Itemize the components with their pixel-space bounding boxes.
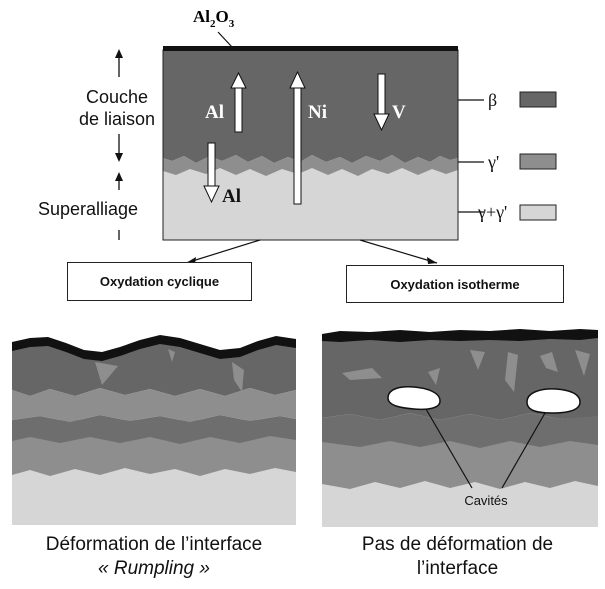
bl-beta-top [12,340,296,396]
bl-precipitate-3 [168,349,175,362]
left-scale-arrows [115,49,123,240]
al-down-label: Al [222,186,241,207]
bottom-right-cross-section: Cavités [322,329,598,527]
cyclic-oxidation-box: Oxydation cyclique [67,262,252,301]
legend-swatch-gamma-prime [519,153,557,170]
cavity-right [526,388,581,414]
ni-up-label: Ni [308,102,327,123]
oxide-label: Al2O3 [193,7,235,30]
caption-right-line2: l’interface [416,558,499,579]
legend-label-beta: β [488,90,497,110]
isothermal-oxidation-box: Oxydation isotherme [346,265,564,303]
ni-up-arrow [289,70,306,205]
bl-precipitate-1 [95,362,118,385]
br-precipitate-5 [540,352,558,372]
cavity-leader-right [501,412,546,489]
al-up-arrow [230,71,247,133]
br-precipitate-4 [505,352,518,392]
cavity-leader-left [425,408,473,489]
bl-oxide-layer [12,335,296,361]
legend-label-gamma-prime: γ' [487,152,499,172]
br-precipitate-3 [470,350,485,370]
caption-left-line2: « Rumpling » [98,558,210,579]
superalloy-label: Superalliage [38,199,138,219]
bl-beta-band [12,415,296,444]
br-oxide-layer [322,329,598,342]
caption-right-line1: Pas de déformation de [361,534,554,555]
br-precipitate-2 [428,368,440,385]
legend-leaders [458,99,484,213]
oxide-leader [217,31,233,48]
top-cross-section [115,31,557,264]
br-beta-band [322,413,598,448]
bl-gamma-gamma-prime-band [12,468,296,490]
bond-coat-label-line2: de liaison [79,109,155,129]
legend-swatch-gamma-gamma-prime [519,204,557,221]
al-up-label: Al [205,102,224,123]
br-precipitate-6 [575,350,590,376]
gamma-prime-layer [163,155,458,176]
v-down-arrow [373,73,390,132]
al-down-arrow [203,142,220,204]
bl-gamma-prime-upper [12,388,296,422]
connector-left [185,239,261,264]
bond-coat-label-line1: Couche [86,87,148,107]
bottom-left-cross-section [12,335,296,525]
superalloy-region [162,164,459,241]
legend-swatch-beta [519,91,557,108]
cavities-label: Cavités [464,493,508,508]
left-texts: Couche de liaison Superalliage [38,87,155,219]
bl-precipitate-2 [232,362,244,392]
v-down-label: V [392,102,406,123]
top-texts: Al2O3 Al Ni V Al β γ' γ+γ' [193,7,507,222]
caption-left-line1: Déformation de l’interface [45,534,263,555]
legend-label-gamma-gamma-prime: γ+γ' [477,202,507,222]
br-precipitate-1 [342,368,382,380]
connector-right [359,239,438,264]
oxide-layer [163,46,458,51]
cavity-left [387,386,441,411]
